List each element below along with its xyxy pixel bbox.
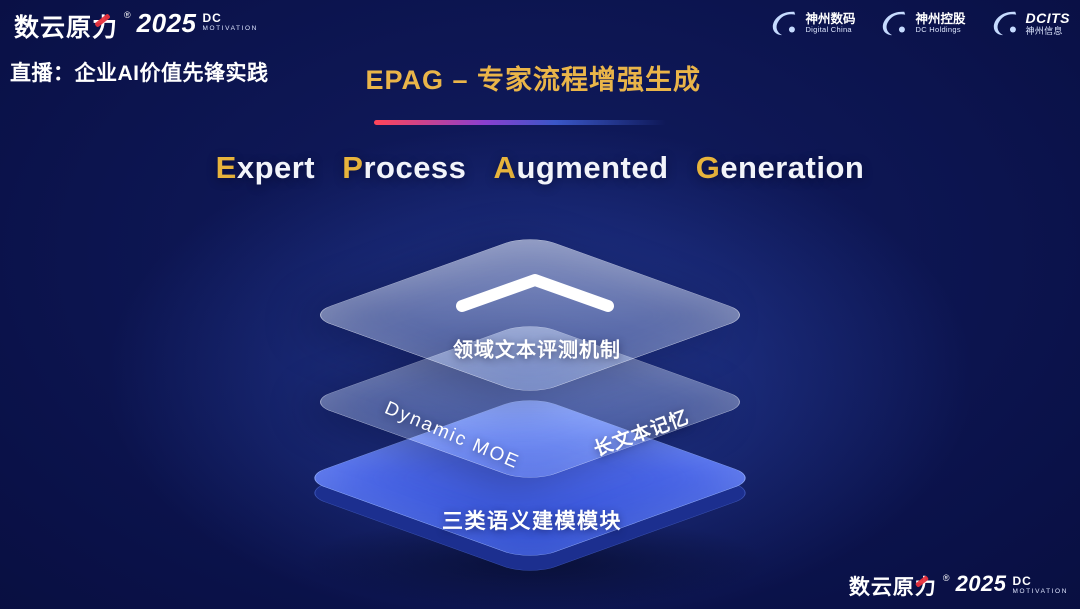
brand-name: 数云原力 [848,576,937,599]
brand-year: 2025 [136,8,197,38]
partner-swoosh-icon [993,11,1016,36]
brand-year: 2025 [955,571,1007,596]
footer-brand-logo: 数云原力 ® 2025 DC MOTIVATION [849,571,1068,601]
headline-word: Generation [696,150,865,185]
layer-bottom-label: 三类语义建模模块 [442,510,622,533]
partner-subname: Digital China [805,24,852,34]
brand-subtitle: DC MOTIVATION [1013,575,1068,596]
headline-initial: G [695,150,721,185]
partner-subname: DC Holdings [915,24,961,34]
brand-name: 数云原力 [14,14,119,42]
layer-top-label: 领域文本评测机制 [453,339,621,362]
headline-rest: xpert [236,150,316,185]
partner-swoosh-icon [883,11,906,36]
brand-sub-line1: DC [202,11,222,25]
live-banner: 直播：企业AI价值先锋实践 [10,62,269,85]
chevron-up-icon [456,274,614,312]
brand-subtitle: DC MOTIVATION [203,12,258,33]
headline-word: Process [342,150,466,185]
partner-text: DCITS 神州信息 [1026,10,1071,36]
headline-word: Expert [216,150,316,185]
partner-logos: 神州数码 Digital China 神州控股 DC Holdings DCIT… [769,9,1070,37]
partner-name: 神州数码 [805,11,856,26]
partner-dcits: DCITS 神州信息 [990,9,1071,37]
headline: Expert Process Augmented Generation [0,150,1080,186]
headline-initial: E [215,150,237,185]
partner-text: 神州控股 DC Holdings [915,12,965,35]
brand-registered-mark: ® [942,573,950,583]
partner-swoosh-icon [773,11,796,36]
headline-rest: ugmented [516,150,669,185]
page-title: EPAG – 专家流程增强生成 [365,65,702,95]
brand-registered-mark: ® [124,10,131,20]
partner-name: 神州控股 [915,11,966,26]
partner-dc-holdings: 神州控股 DC Holdings [879,9,966,37]
partner-subname: 神州信息 [1025,25,1063,36]
headline-rest: rocess [363,150,467,185]
partner-text: 神州数码 Digital China [805,12,855,35]
partner-name: DCITS [1025,9,1070,26]
headline-rest: eneration [720,150,865,185]
headline-initial: P [342,150,364,185]
brand-sub-line2: MOTIVATION [1012,588,1068,595]
partner-digital-china: 神州数码 Digital China [769,9,855,37]
brand-sub-line1: DC [1012,574,1032,588]
brand-sub-line2: MOTIVATION [202,25,258,32]
brand-logo: 数云原力 ® 2025 DC MOTIVATION [14,8,258,44]
headline-word: Augmented [494,150,669,185]
title-divider [374,120,666,125]
headline-initial: A [493,150,517,185]
